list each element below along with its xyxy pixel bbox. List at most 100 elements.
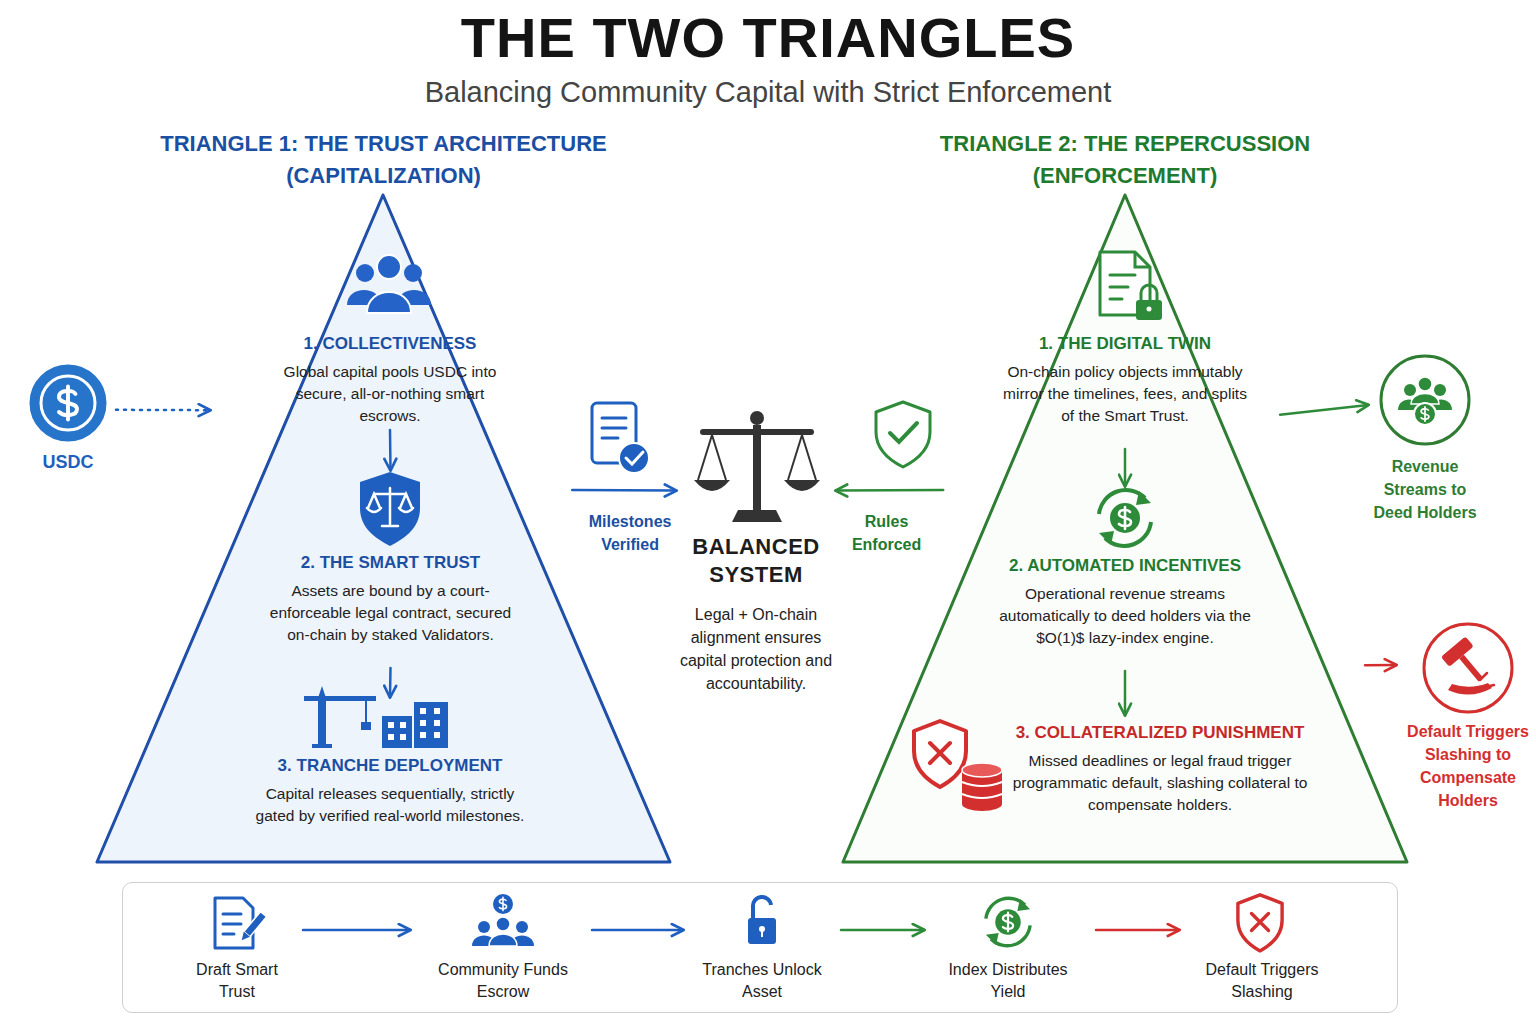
node-heading: 2. AUTOMATED INCENTIVES [985, 555, 1265, 577]
doc-pencil-icon [215, 898, 267, 948]
flow-step: Tranches Unlock Asset [697, 893, 827, 1003]
flow-step: Community Funds Escrow [428, 893, 578, 1003]
community-icon [499, 897, 506, 910]
node-body: Assets are bound by a court-enforceable … [258, 580, 523, 646]
node-heading: 3. TRANCHE DEPLOYMENT [255, 755, 525, 777]
community-icon [493, 894, 513, 914]
doc-check-icon [602, 418, 626, 438]
node-heading: Index Distributes Yield [938, 959, 1078, 1003]
scales-icon [732, 510, 782, 522]
doc-check-icon [619, 443, 649, 473]
flow-arrow [836, 489, 943, 492]
shield-check-icon [876, 402, 930, 467]
scales-icon [784, 480, 820, 491]
open-lock-icon [748, 897, 776, 944]
outcome-circle: Revenue Streams to Deed Holders [1368, 355, 1482, 527]
community-icon [510, 936, 534, 947]
node-heading: 1. COLLECTIVENESS [280, 333, 500, 355]
scales-icon [698, 435, 816, 480]
circle-outline [1424, 624, 1512, 712]
node-heading: 1. THE DIGITAL TWIN [1000, 333, 1250, 355]
step-box: 3. COLLATERALIZED PUNISHMENT Missed deadl… [910, 715, 1310, 840]
scales-icon [750, 411, 764, 425]
doc-check-icon [626, 452, 643, 464]
community-icon [516, 921, 528, 933]
flow-arrow [592, 929, 683, 932]
node-heading: BALANCED SYSTEM [676, 533, 836, 589]
community-icon [472, 894, 534, 946]
triangle-outline [843, 195, 1407, 862]
node-heading: Tranches Unlock Asset [697, 959, 827, 1003]
shield-x-icon [1238, 895, 1282, 951]
node-heading: TRIANGLE 2: THE REPERCUSSION (ENFORCEMEN… [865, 128, 1385, 192]
node-heading: Revenue Streams to Deed Holders [1368, 455, 1482, 524]
doc-pencil-icon [223, 914, 241, 934]
triangle-outline [95, 128, 672, 865]
doc-pencil-icon [215, 898, 253, 948]
shield-check-icon [876, 402, 930, 467]
triangle-outline [97, 195, 670, 862]
node-heading: USDC [28, 451, 108, 473]
flow-arrow [1365, 664, 1396, 667]
flow-arrow [572, 489, 676, 492]
step-box: 1. COLLECTIVENESS Global capital pools US… [280, 245, 500, 430]
flow-arrow [303, 929, 410, 932]
outcome-circle: Default Triggers Slashing to Compensate … [1396, 622, 1536, 814]
open-lock-icon [759, 926, 765, 932]
doc-pencil-icon [239, 912, 267, 943]
node-body: Missed deadlines or legal fraud trigger … [1010, 750, 1310, 816]
circle-outline [1368, 355, 1482, 527]
subtitle: Balancing Community Capital with Strict … [0, 74, 1536, 110]
scales-icon [700, 429, 814, 435]
step-box: 2. THE SMART TRUST Assets are bound by a … [258, 470, 523, 668]
node-heading: Community Funds Escrow [428, 959, 578, 1003]
flow-arrow [841, 929, 924, 932]
node-heading: Default Triggers Slashing to Compensate … [1396, 720, 1536, 812]
community-icon [472, 936, 496, 947]
shield-check-icon [890, 423, 917, 442]
flow-arrow [1096, 929, 1179, 932]
flow-step: Default Triggers Slashing [1197, 893, 1327, 1003]
node-heading: TRIANGLE 1: THE TRUST ARCHITECTURE (CAPI… [124, 128, 644, 192]
node-body: Legal + On-chain alignment ensures capit… [676, 603, 836, 695]
open-lock-icon [753, 897, 771, 918]
step-box: 1. THE DIGITAL TWIN On-chain policy objec… [1000, 245, 1250, 449]
edge-label: Rules Enforced [837, 510, 937, 556]
open-lock-icon [761, 929, 763, 937]
community-icon [478, 921, 490, 933]
diagram-title: THE TWO TRIANGLES [0, 6, 1536, 70]
step-box: 3. TRANCHE DEPLOYMENT Capital releases se… [255, 697, 525, 852]
flow-step: Index Distributes Yield [938, 893, 1078, 1003]
circle-outline [31, 366, 105, 440]
step-box: 2. AUTOMATED INCENTIVES Operational reven… [985, 486, 1265, 671]
community-icon [496, 917, 510, 931]
doc-pencil-icon [239, 932, 250, 943]
flow-arrow [116, 409, 210, 412]
node-heading: Default Triggers Slashing [1197, 959, 1327, 1003]
node-heading: 3. COLLATERALIZED PUNISHMENT [1010, 722, 1310, 744]
scales-icon [753, 425, 761, 511]
node-body: Capital releases sequentially, strictly … [255, 783, 525, 827]
circle-outline [1381, 356, 1469, 444]
doc-check-icon [592, 403, 636, 463]
flow-step: Draft Smart Trust [189, 893, 285, 1003]
triangle-frame: TRIANGLE 1: THE TRUST ARCHITECTURE (CAPI… [95, 128, 672, 865]
node-body: On-chain policy objects immutably mirror… [1000, 361, 1250, 427]
balance-node: BALANCED SYSTEM Legal + On-chain alignmen… [676, 405, 836, 697]
cycle-dollar-icon [986, 898, 1030, 946]
community-icon [489, 934, 517, 946]
node-heading: 2. THE SMART TRUST [258, 552, 523, 574]
doc-pencil-icon [244, 912, 267, 937]
flow-arrow [1280, 405, 1368, 415]
doc-check-icon [592, 403, 649, 473]
triangle-frame: TRIANGLE 2: THE REPERCUSSION (ENFORCEMEN… [840, 128, 1410, 865]
scales-icon [694, 480, 730, 491]
node-body: Global capital pools USDC into secure, a… [280, 361, 500, 427]
open-lock-icon [748, 918, 776, 944]
scales-icon [694, 411, 820, 522]
node-body: Operational revenue streams automaticall… [985, 583, 1265, 649]
node-heading: Draft Smart Trust [189, 959, 285, 1003]
edge-label: Milestones Verified [580, 510, 680, 556]
token-circle: USDC [28, 365, 108, 477]
